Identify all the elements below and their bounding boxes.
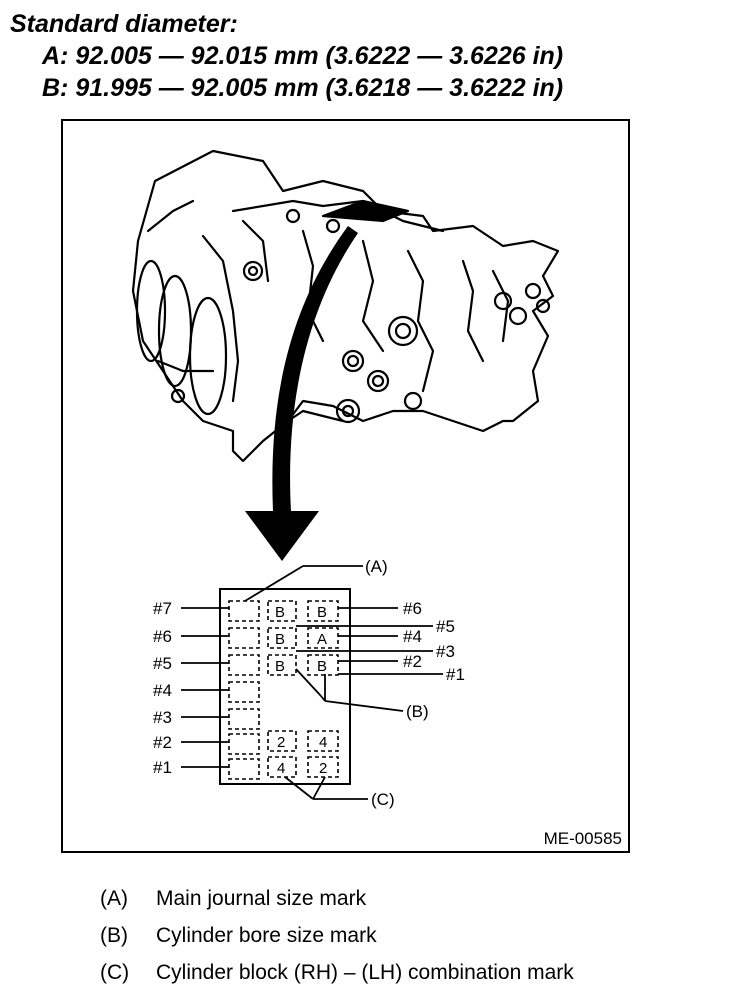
standard-diameter-header: Standard diameter: A: 92.005 — 92.015 mm…	[10, 8, 726, 104]
combo-mark: 4	[277, 760, 285, 777]
legend-item: (A) Main journal size mark	[100, 880, 720, 917]
callout-a: (A)	[365, 557, 388, 576]
left-label-3: #3	[153, 708, 172, 727]
legend-item: (C) Cylinder block (RH) – (LH) combinati…	[100, 954, 720, 991]
header-title: Standard diameter:	[10, 10, 238, 38]
bore-mark: B	[275, 604, 285, 621]
right-label-4: #4	[403, 627, 422, 646]
combo-mark: 2	[319, 760, 327, 777]
legend-key: (A)	[100, 887, 128, 910]
bore-mark: B	[317, 658, 327, 675]
legend-item: (B) Cylinder bore size mark	[100, 917, 720, 954]
diameter-spec-b: B: 91.995 — 92.005 mm (3.6218 — 3.6222 i…	[42, 74, 564, 102]
legend-text: Main journal size mark	[156, 887, 367, 910]
figure-code: ME-00585	[543, 829, 622, 848]
callout-b: (B)	[406, 702, 429, 721]
bore-mark: B	[275, 658, 285, 675]
pointer-arrow	[245, 226, 358, 561]
left-label-4: #4	[153, 681, 172, 700]
right-label-3: #3	[436, 642, 455, 661]
combo-mark: 2	[277, 734, 285, 751]
left-label-6: #6	[153, 627, 172, 646]
legend-text: Cylinder block (RH) – (LH) combination m…	[156, 961, 574, 984]
right-label-1: #1	[446, 665, 465, 684]
callout-c: (C)	[371, 790, 395, 809]
engine-block-illustration: (A) (B) (C) #7 #6 #5 #4 #3 #2 #1 #6 #5 #…	[131, 149, 560, 809]
legend-key: (B)	[100, 924, 128, 947]
bore-mark: B	[275, 631, 285, 648]
right-label-2: #2	[403, 652, 422, 671]
marking-panel	[181, 565, 443, 800]
diameter-spec-a: A: 92.005 — 92.015 mm (3.6222 — 3.6226 i…	[42, 42, 564, 70]
left-label-2: #2	[153, 733, 172, 752]
engine-block-figure: (A) (B) (C) #7 #6 #5 #4 #3 #2 #1 #6 #5 #…	[61, 119, 630, 853]
bore-mark: A	[317, 631, 327, 648]
legend-text: Cylinder bore size mark	[156, 924, 377, 947]
legend: (A) Main journal size mark (B) Cylinder …	[100, 880, 720, 991]
left-label-7: #7	[153, 599, 172, 618]
engine-block-drawing	[131, 149, 560, 463]
combo-mark: 4	[319, 734, 327, 751]
right-label-6: #6	[403, 599, 422, 618]
legend-key: (C)	[100, 961, 130, 984]
left-label-1: #1	[153, 758, 172, 777]
right-label-5: #5	[436, 617, 455, 636]
bore-mark: B	[317, 604, 327, 621]
left-label-5: #5	[153, 654, 172, 673]
